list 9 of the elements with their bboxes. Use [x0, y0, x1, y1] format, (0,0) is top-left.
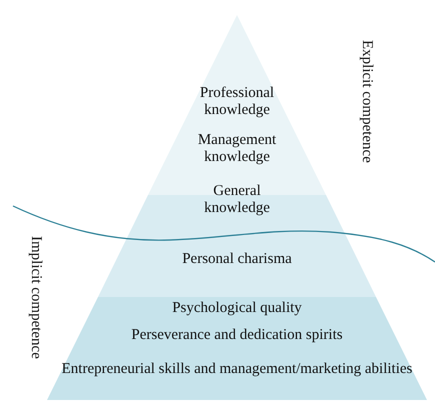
tier-text: Personal charisma	[182, 251, 292, 268]
tier-text: Entrepreneurial skills and management/marketing abilities	[62, 361, 412, 378]
side-label: Implicit competence	[27, 236, 44, 359]
tier-text: Management knowledge	[196, 132, 278, 166]
tier-text: Professional knowledge	[198, 85, 276, 119]
tier-text: Perseverance and dedication spirits	[131, 327, 343, 344]
tier-text: Psychological quality	[172, 300, 302, 317]
side-label: Explicit competence	[358, 40, 375, 163]
tier-text: General knowledge	[203, 183, 271, 217]
